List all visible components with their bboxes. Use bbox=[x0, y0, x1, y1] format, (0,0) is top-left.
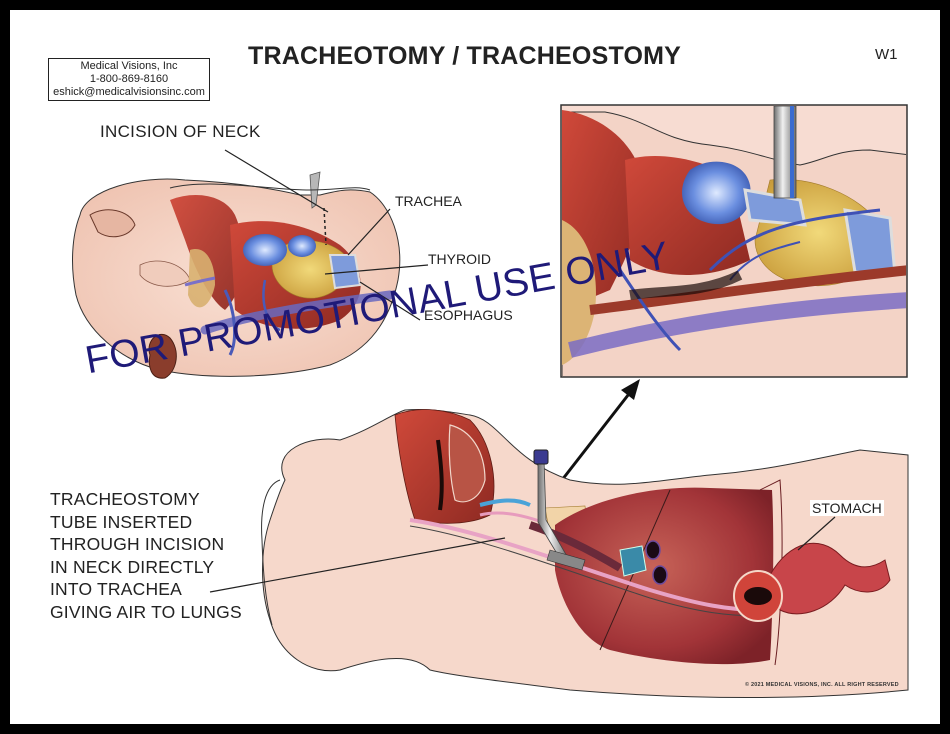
procedure-caption: TRACHEOSTOMY TUBE INSERTED THROUGH INCIS… bbox=[50, 488, 242, 623]
caption-line: IN NECK DIRECTLY bbox=[50, 556, 215, 577]
copyright-notice: © 2021 MEDICAL VISIONS, INC. ALL RIGHT R… bbox=[745, 682, 899, 688]
head-neck-view bbox=[72, 171, 401, 379]
caption-line: THROUGH INCISION bbox=[50, 534, 225, 554]
inset-detail-view bbox=[560, 104, 908, 378]
company-name: Medical Visions, Inc bbox=[80, 60, 178, 72]
contact-box: Medical Visions, Inc 1-800-869-8160 eshi… bbox=[48, 58, 210, 101]
caption-line: TUBE INSERTED bbox=[50, 511, 193, 532]
label-incision: INCISION OF NECK bbox=[100, 122, 261, 141]
phone-number: 1-800-869-8160 bbox=[89, 73, 169, 85]
page-title: TRACHEOTOMY / TRACHEOSTOMY bbox=[248, 42, 682, 70]
zoom-arrow bbox=[560, 379, 640, 481]
caption-line: TRACHEOSTOMY bbox=[50, 489, 200, 509]
label-thyroid: THYROID bbox=[428, 251, 491, 267]
illustration-page: Medical Visions, Inc 1-800-869-8160 eshi… bbox=[10, 10, 940, 724]
body-cross-section bbox=[261, 408, 909, 698]
email-address: eshick@medicalvisionsinc.com bbox=[53, 86, 205, 98]
label-esophagus: ESOPHAGUS bbox=[424, 307, 513, 323]
caption-line: INTO TRACHEA bbox=[50, 579, 183, 599]
label-trachea: TRACHEA bbox=[395, 193, 462, 209]
leader-lines-bottom bbox=[209, 516, 836, 593]
anatomy-illustration bbox=[72, 104, 909, 698]
label-stomach: STOMACH bbox=[810, 500, 884, 516]
caption-line: GIVING AIR TO LUNGS bbox=[50, 601, 242, 622]
exhibit-code: W1 bbox=[875, 46, 898, 63]
leader-lines-top bbox=[224, 149, 429, 321]
